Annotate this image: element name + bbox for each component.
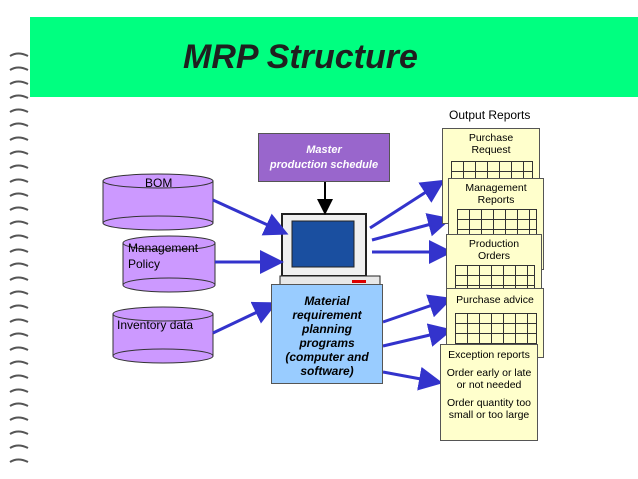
binding-ring <box>9 346 29 351</box>
master-production-schedule-box: Master production schedule <box>258 133 390 182</box>
output-arrow-2 <box>371 213 452 242</box>
output-arrow-4 <box>382 294 453 324</box>
purchase-request-title-1: Purchase <box>468 132 514 144</box>
mrp-line-3: planning <box>302 322 352 336</box>
page-title: MRP Structure <box>183 38 418 76</box>
mrp-line-6: software) <box>300 364 354 378</box>
management-reports-title-1: Management <box>465 182 527 194</box>
management-policy-label-2: Policy <box>128 257 161 271</box>
binding-ring <box>9 444 29 449</box>
mrp-line-1: Material <box>304 294 350 308</box>
binding-ring <box>9 374 29 379</box>
production-orders-title-2: Orders <box>477 250 511 262</box>
output-arrow-5 <box>382 323 453 348</box>
mrp-line-5: (computer and <box>285 350 369 364</box>
mps-line-2: production schedule <box>269 159 379 171</box>
output-arrow-1 <box>369 179 446 230</box>
binding-ring <box>9 458 29 463</box>
bom-arrow <box>212 198 289 236</box>
title-bar <box>30 17 638 97</box>
management-policy-cylinder <box>122 235 216 293</box>
mrp-line-2: requirement <box>292 308 362 322</box>
binding-ring <box>9 150 29 155</box>
binding-ring <box>9 332 29 337</box>
binding-ring <box>9 416 29 421</box>
bom-cylinder <box>102 173 214 231</box>
binding-ring <box>9 262 29 267</box>
purchase-advice-title: Purchase advice <box>456 294 534 306</box>
binding-ring <box>9 66 29 71</box>
inventory-arrow <box>212 301 278 335</box>
binding-ring <box>9 220 29 225</box>
binding-ring <box>9 192 29 197</box>
binding-ring <box>9 234 29 239</box>
exception-reports-report: Exception reports Order early or late or… <box>440 344 538 441</box>
inventory-data-cylinder <box>112 306 214 364</box>
binding-ring <box>9 304 29 309</box>
mrp-line-4: programs <box>299 336 355 350</box>
binding-ring <box>9 136 29 141</box>
output-reports-heading: Output Reports <box>449 108 531 122</box>
mrp-programs-box: Material requirement planning programs (… <box>271 284 383 384</box>
exception-item-2: Order quantity too small or too large <box>446 397 532 421</box>
output-arrow-6 <box>382 366 443 391</box>
binding-ring <box>9 248 29 253</box>
binding-ring <box>9 360 29 365</box>
binding-ring <box>9 164 29 169</box>
management-reports-title-2: Reports <box>477 194 515 206</box>
bom-label: BOM <box>145 176 173 190</box>
exception-reports-title: Exception reports <box>448 349 530 361</box>
management-policy-label-1: Management <box>128 241 199 255</box>
binding-ring <box>9 388 29 393</box>
binding-ring <box>9 276 29 281</box>
binding-ring <box>9 290 29 295</box>
binding-ring <box>9 108 29 113</box>
binding-ring <box>9 206 29 211</box>
binding-ring <box>9 402 29 407</box>
computer-icon <box>279 213 381 289</box>
binding-ring <box>9 52 29 57</box>
binding-ring <box>9 430 29 435</box>
notebook-binding <box>0 0 34 479</box>
binding-ring <box>9 318 29 323</box>
binding-ring <box>9 80 29 85</box>
binding-ring <box>9 122 29 127</box>
exception-item-1: Order early or late or not needed <box>446 367 532 391</box>
purchase-request-title-2: Request <box>471 144 511 156</box>
binding-ring <box>9 178 29 183</box>
binding-ring <box>9 94 29 99</box>
production-orders-title-1: Production <box>468 238 520 250</box>
mps-line-1: Master <box>306 144 342 156</box>
inventory-data-label: Inventory data <box>117 318 194 332</box>
